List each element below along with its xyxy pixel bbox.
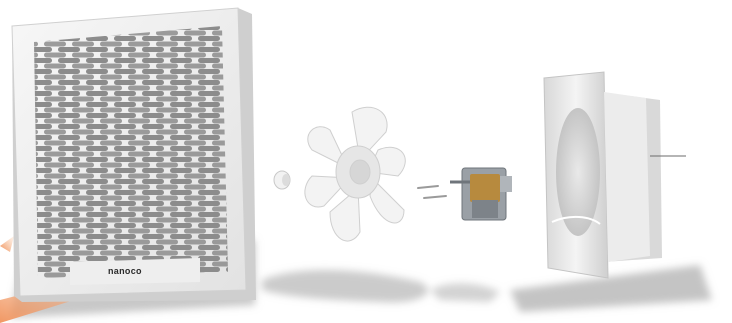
front-grille-panel: nanoco xyxy=(12,8,256,302)
brand-logo-text: nanoco xyxy=(108,266,142,276)
fan-impeller-blade xyxy=(305,107,405,241)
fan-screw-cap xyxy=(274,171,290,189)
rear-housing xyxy=(544,72,686,278)
screws xyxy=(418,186,446,198)
shaded-pole-motor xyxy=(450,168,512,220)
